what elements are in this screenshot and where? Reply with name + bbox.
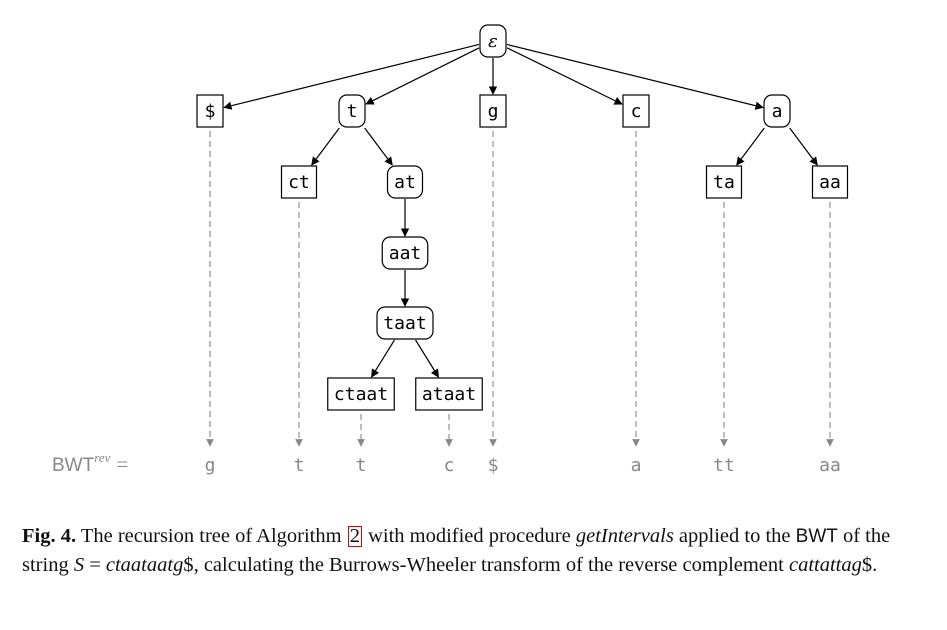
- equation-end: $: [183, 554, 194, 576]
- node-box-c: [622, 94, 650, 128]
- tree-node-g: g: [479, 94, 507, 128]
- tree-node-aa: aa: [811, 165, 849, 199]
- node-box-ct: [280, 165, 318, 199]
- caption-text-5: , calculating the Burrows-Wheeler transf…: [193, 554, 789, 576]
- node-box-ataat: [415, 377, 483, 411]
- bwt-word: BWT: [795, 526, 838, 547]
- bwt-output-value-1: t: [294, 455, 305, 476]
- node-box-a: [763, 94, 791, 128]
- tree-edge-taat-ataat: [415, 339, 439, 378]
- tree-edge-root-dollar: [223, 43, 480, 110]
- caption-text-1: The recursion tree of Algorithm: [76, 525, 347, 547]
- node-box-dollar: [196, 94, 224, 128]
- node-box-t: [338, 94, 366, 128]
- tree-edge-taat-ctaat: [371, 339, 395, 378]
- caption-text-6: $.: [861, 554, 878, 576]
- node-box-aat: [381, 236, 429, 270]
- tree-edge-root-a: [506, 43, 764, 110]
- tree-node-ta: ta: [705, 165, 743, 199]
- tree-node-aat: aat: [381, 236, 429, 270]
- node-label-ataat: ataat: [422, 384, 476, 405]
- node-label-taat: taat: [383, 313, 426, 334]
- node-label-g: g: [488, 101, 499, 122]
- node-label-ta: ta: [713, 172, 735, 193]
- tree-node-a: a: [763, 94, 791, 128]
- tree-edges: [223, 43, 818, 378]
- node-box-aa: [811, 165, 849, 199]
- bwt-rev-label: BWTrev =: [52, 450, 128, 476]
- caption-text-3: applied to the: [673, 525, 796, 547]
- bwt-output-value-0: g: [205, 455, 216, 476]
- bwt-label: BWT: [52, 455, 95, 476]
- figure-caption: Fig. 4. The recursion tree of Algorithm …: [22, 522, 902, 579]
- bwt-output-value-7: aa: [819, 455, 841, 476]
- tree-node-root: ε: [479, 24, 507, 58]
- node-box-ta: [705, 165, 743, 199]
- tree-node-t: t: [338, 94, 366, 128]
- figure-label: Fig. 4.: [22, 525, 77, 547]
- tree-edge-t-ct: [311, 127, 340, 166]
- equation-eq: =: [84, 554, 106, 576]
- tree-node-at: at: [386, 165, 424, 199]
- node-label-aat: aat: [389, 243, 422, 264]
- bwt-output-value-5: a: [631, 455, 642, 476]
- node-label-ct: ct: [288, 172, 310, 193]
- algorithm-reference-link[interactable]: 2: [347, 525, 362, 547]
- node-box-root: [479, 24, 507, 58]
- bwt-output-value-4: $: [488, 455, 499, 476]
- bwt-output-arrows: [206, 131, 834, 447]
- bwt-superscript: rev: [94, 450, 110, 465]
- bwt-output-value-3: c: [444, 455, 455, 476]
- tree-node-ct: ct: [280, 165, 318, 199]
- procedure-name: getIntervals: [575, 525, 674, 547]
- node-box-g: [479, 94, 507, 128]
- node-label-t: t: [347, 101, 358, 122]
- tree-node-dollar: $: [196, 94, 224, 128]
- node-box-at: [386, 165, 424, 199]
- reverse-complement: cattattag: [788, 554, 862, 576]
- node-label-c: c: [631, 101, 642, 122]
- node-box-taat: [376, 306, 434, 340]
- tree-edge-root-c: [506, 47, 623, 105]
- equation-rhs: ctaataatg: [105, 554, 184, 576]
- tree-node-ctaat: ctaat: [327, 377, 395, 411]
- tree-node-c: c: [622, 94, 650, 128]
- equation-lhs: S: [73, 554, 85, 576]
- bwt-output-value-6: tt: [713, 455, 735, 476]
- node-label-a: a: [772, 101, 783, 122]
- tree-node-ataat: ataat: [415, 377, 483, 411]
- node-box-ctaat: [327, 377, 395, 411]
- node-label-aa: aa: [819, 172, 841, 193]
- node-label-root: ε: [488, 31, 498, 52]
- bwt-equals: =: [116, 452, 128, 476]
- tree-node-taat: taat: [376, 306, 434, 340]
- bwt-output-value-2: t: [356, 455, 367, 476]
- tree-nodes: ε $ t g c a ct at ta aa aat taat ctaat ataat: [196, 24, 849, 411]
- tree-edge-root-t: [365, 47, 480, 105]
- caption-text-2: with modified procedure: [362, 525, 576, 547]
- node-label-dollar: $: [205, 101, 216, 122]
- node-label-ctaat: ctaat: [334, 384, 388, 405]
- node-label-at: at: [394, 172, 416, 193]
- tree-edge-t-at: [364, 127, 393, 166]
- tree-edge-a-ta: [736, 127, 765, 166]
- tree-edge-a-aa: [789, 127, 818, 166]
- caption-text-4: of the string: [22, 525, 891, 576]
